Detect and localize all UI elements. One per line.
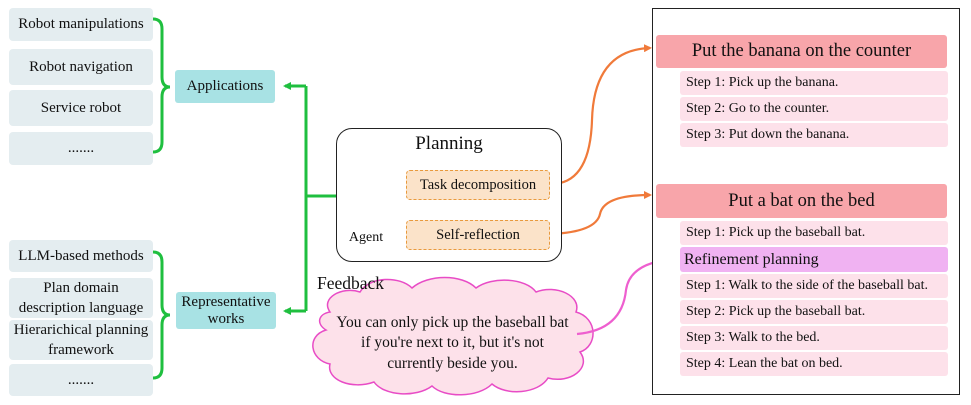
feedback-label: Feedback xyxy=(317,273,385,293)
planning-title: Planning xyxy=(415,133,483,154)
applications-item-1: Robot manipulations xyxy=(9,8,153,41)
works-item-3: Hierarichical planning framework xyxy=(9,320,153,360)
applications-brace xyxy=(152,17,171,154)
example1-title: Put the banana on the counter xyxy=(656,35,947,68)
agent-label: Agent xyxy=(348,230,384,245)
refinement-planning: Refinement planning xyxy=(680,247,948,272)
works-brace xyxy=(152,250,171,380)
example1-step-3: Step 3: Put down the banana. xyxy=(680,123,948,147)
example1-step-1: Step 1: Pick up the banana. xyxy=(680,71,948,95)
example2-step-1: Step 1: Pick up the baseball bat. xyxy=(680,221,948,245)
arrow-task-to-banana xyxy=(550,44,652,186)
example1-step-2: Step 2: Go to the counter. xyxy=(680,97,948,121)
agent-connector xyxy=(304,86,336,311)
applications-category: Applications xyxy=(175,70,275,103)
refined-step-1: Step 1: Walk to the side of the baseball… xyxy=(680,274,948,298)
works-category: Representative works xyxy=(176,292,276,329)
refined-step-2: Step 2: Pick up the baseball bat. xyxy=(680,300,948,324)
example2-title: Put a bat on the bed xyxy=(656,184,947,218)
arrow-reflection-to-bat xyxy=(550,191,652,236)
feedback-message: You can only pick up the baseball bat if… xyxy=(336,314,569,372)
works-item-2: Plan domain description language xyxy=(9,278,153,318)
works-item-4: ....... xyxy=(9,364,153,396)
applications-item-2: Robot navigation xyxy=(9,49,153,85)
refined-step-3: Step 3: Walk to the bed. xyxy=(680,326,948,350)
works-item-1: LLM-based methods xyxy=(9,240,153,272)
refined-step-4: Step 4: Lean the bat on bed. xyxy=(680,352,948,376)
self-reflection-box: Self-reflection xyxy=(406,220,550,250)
task-decomposition-box: Task decomposition xyxy=(406,170,550,200)
applications-item-4: ....... xyxy=(9,132,153,165)
applications-item-3: Service robot xyxy=(9,90,153,126)
feedback-cloud xyxy=(312,276,594,396)
